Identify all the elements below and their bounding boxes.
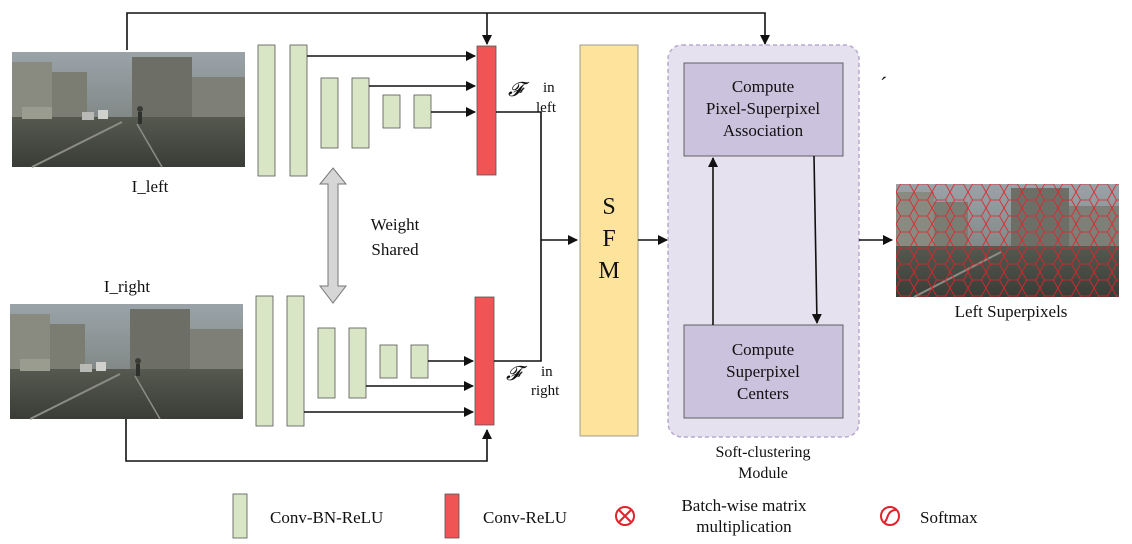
legend-conv-relu-label: Conv-ReLU	[483, 508, 567, 527]
stray-mark: ´	[880, 72, 887, 97]
module-label-line2: Module	[738, 465, 788, 482]
association-line1: Compute	[732, 77, 794, 96]
right-feature-label: 𝓕 in right	[506, 361, 560, 399]
legend-matmul-line2: multiplication	[696, 517, 792, 536]
centers-line1: Compute	[732, 340, 794, 359]
softmax-icon	[880, 506, 900, 526]
left-feature-label: 𝓕 in left	[508, 77, 557, 116]
left-conv-block-6	[413, 94, 432, 129]
left-image-label: I_left	[132, 177, 169, 196]
association-line2: Pixel-Superpixel	[706, 99, 821, 118]
right-conv-block-3	[317, 327, 336, 399]
right-conv-block-4	[348, 327, 367, 399]
legend-conv-bn-relu-label: Conv-BN-ReLU	[270, 508, 383, 527]
weight-shared-label-line1: Weight	[371, 215, 420, 234]
centers-line3: Centers	[737, 384, 789, 403]
right-conv-relu-block	[474, 296, 495, 426]
legend-matmul-line1: Batch-wise matrix	[681, 496, 807, 515]
left-conv-block-1	[257, 44, 276, 177]
left-conv-relu-block	[476, 45, 497, 176]
legend-softmax-label: Softmax	[920, 508, 978, 527]
left-superpixels-image	[896, 184, 1119, 298]
right-feature-subscript: right	[531, 383, 560, 399]
left-conv-block-3	[320, 77, 339, 149]
association-line3: Association	[723, 121, 804, 140]
left-conv-block-2	[289, 44, 308, 177]
sfm-letter-s: S	[602, 194, 615, 220]
left-encoder-arrows	[307, 51, 476, 117]
centers-line2: Superpixel	[726, 362, 800, 381]
output-image-label: Left Superpixels	[955, 302, 1068, 321]
left-input-image	[11, 51, 246, 168]
sfm-letter-m: M	[598, 258, 619, 284]
legend: Conv-BN-ReLU Conv-ReLU Batch-wise matrix…	[232, 493, 978, 539]
left-conv-block-4	[351, 77, 370, 149]
right-feature-symbol: 𝓕	[506, 361, 528, 385]
sfm-block	[579, 44, 639, 437]
left-feature-subscript: left	[536, 100, 557, 116]
right-conv-block-1	[255, 295, 274, 427]
module-internal-arrows	[708, 155, 822, 325]
top-bypass-lines	[126, 12, 770, 50]
right-conv-block-6	[410, 344, 429, 379]
features-to-sfm-lines	[494, 111, 578, 362]
weight-shared-label-line2: Shared	[371, 240, 419, 259]
legend-conv-relu-swatch	[444, 493, 460, 539]
matrix-multiplication-icon	[615, 506, 635, 526]
left-conv-block-5	[382, 94, 401, 129]
sfm-letter-f: F	[602, 226, 615, 252]
left-feature-superscript: in	[543, 80, 555, 96]
right-feature-superscript: in	[541, 364, 553, 380]
right-image-label: I_right	[104, 277, 151, 296]
compute-association-box	[683, 62, 844, 157]
legend-conv-bn-relu-swatch	[232, 493, 248, 539]
weight-shared-double-arrow	[318, 167, 348, 304]
right-encoder-arrows	[304, 356, 474, 417]
right-conv-block-5	[379, 344, 398, 379]
compute-centers-box	[683, 324, 844, 419]
left-feature-symbol: 𝓕	[508, 77, 530, 101]
right-conv-block-2	[286, 295, 305, 427]
bottom-bypass-lines	[125, 418, 492, 462]
right-encoder	[255, 295, 429, 427]
right-input-image	[9, 303, 244, 420]
left-encoder	[257, 44, 432, 177]
module-label-line1: Soft-clustering	[715, 444, 810, 461]
